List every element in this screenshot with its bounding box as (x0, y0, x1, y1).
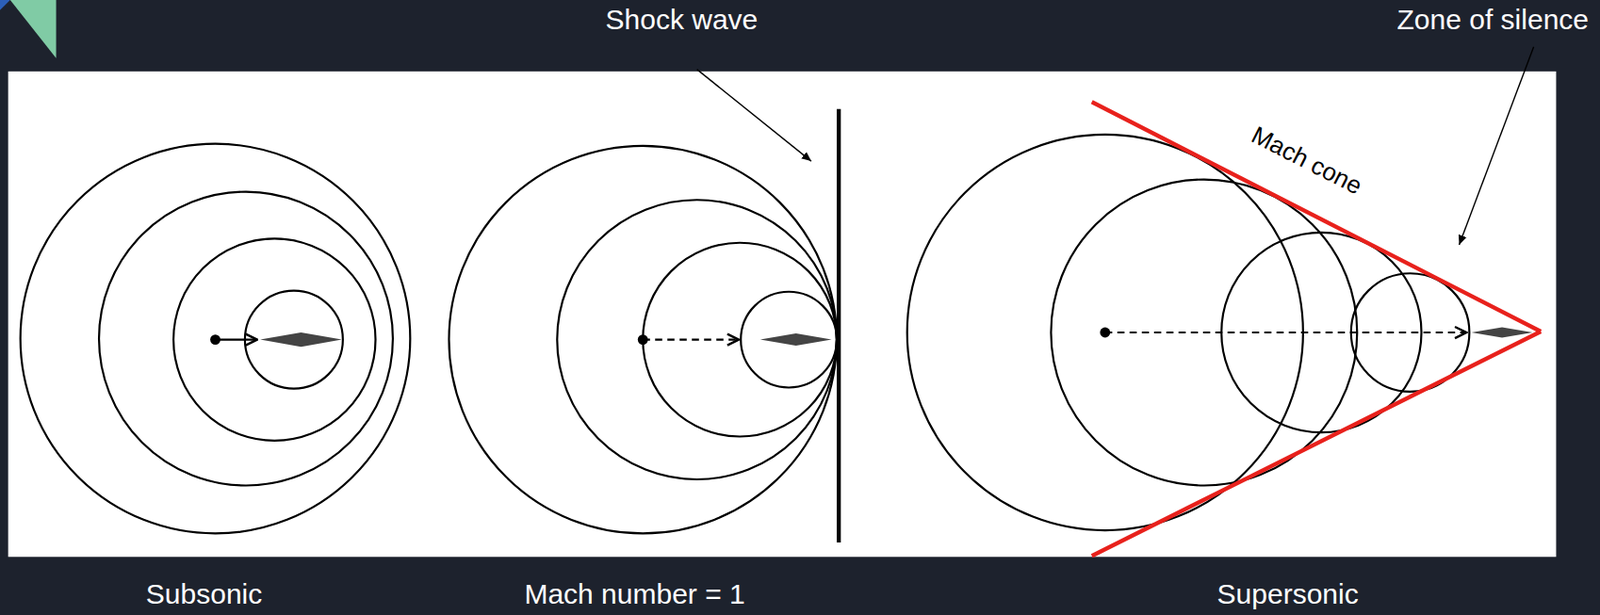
wave-front (20, 144, 411, 535)
panel-caption: Supersonic (1217, 578, 1359, 612)
panel-caption: Subsonic (146, 578, 262, 612)
wave-front (556, 199, 837, 480)
callout-label: Shock wave (605, 3, 759, 37)
leader-line (697, 69, 812, 162)
aircraft-shape (760, 333, 833, 346)
wave-front (173, 238, 376, 441)
shock-wave-line (836, 109, 841, 543)
wave-front (642, 243, 837, 438)
motion-arrow (214, 339, 257, 342)
white-panel (8, 71, 1557, 557)
wave-front (98, 192, 393, 487)
aircraft-shape (260, 332, 343, 347)
wave-front (244, 291, 343, 390)
corner-mark (10, 0, 57, 59)
wave-front (740, 292, 837, 389)
callout-label: Zone of silence (1397, 3, 1589, 37)
mach-cone-line (1092, 331, 1541, 556)
aircraft-shape (1471, 327, 1534, 339)
panel-caption: Mach number = 1 (523, 578, 745, 612)
mach-cone-line (1092, 101, 1541, 332)
motion-arrow (642, 339, 739, 342)
motion-arrow (1105, 331, 1467, 334)
wave-front (448, 146, 837, 535)
corner-mark (0, 0, 11, 11)
leader-line (1459, 47, 1535, 245)
